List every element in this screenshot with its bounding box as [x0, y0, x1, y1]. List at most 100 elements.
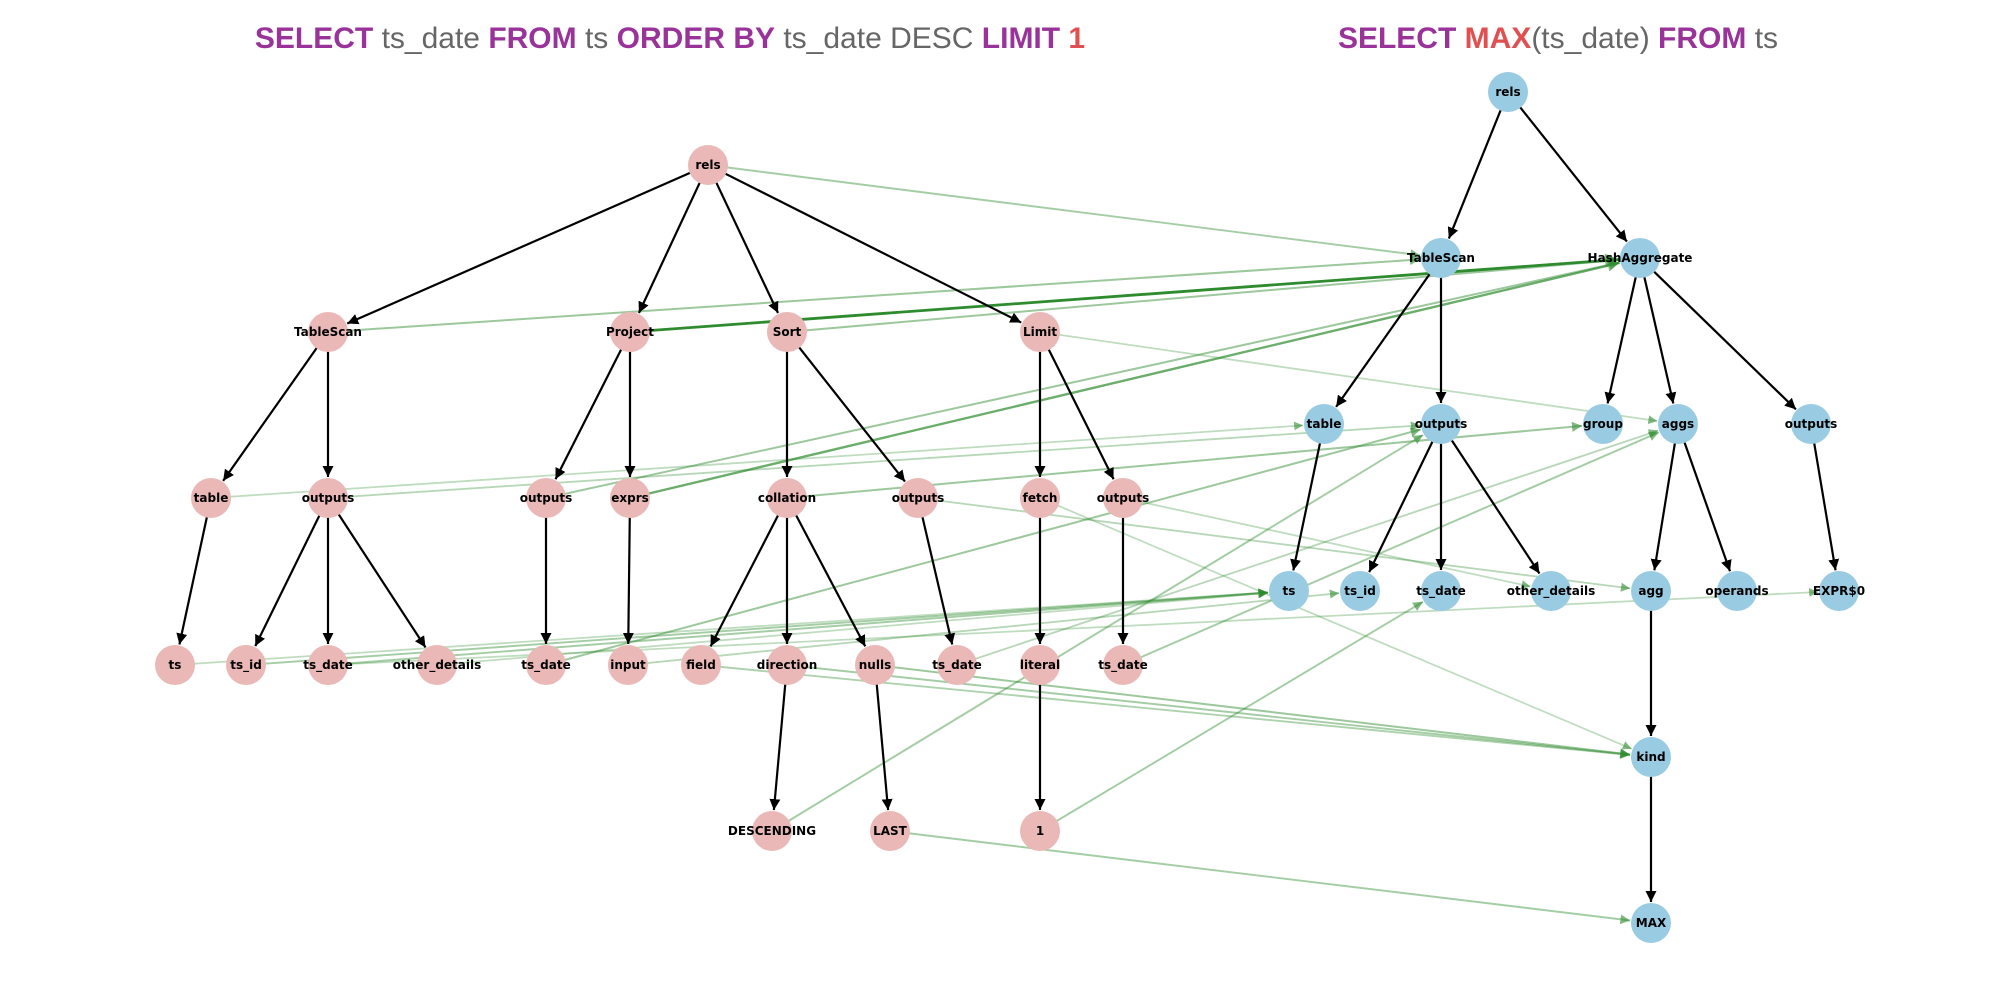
match-edge-l-table-to-r-table — [210, 421, 1304, 499]
node-l-direction: direction — [757, 645, 817, 685]
right-token-4: ts — [1746, 22, 1778, 55]
node-label-l-outputs2: outputs — [520, 491, 573, 505]
node-r-outputs1: outputs — [1415, 404, 1467, 444]
match-edge-l-ts-date1-to-r-ts — [327, 588, 1269, 666]
node-l-fetch: fetch — [1020, 478, 1060, 518]
node-label-l-ts: ts — [169, 658, 182, 672]
node-circle-l-ts-date3 — [937, 645, 977, 685]
right-query-title: SELECT MAX(ts_date) FROM ts — [1338, 22, 1778, 55]
node-label-l-ts-date2: ts_date — [521, 658, 570, 673]
node-label-l-1: 1 — [1036, 824, 1044, 838]
match-edge-l-ts-id-to-r-ts — [245, 588, 1269, 666]
node-l-descending: DESCENDING — [728, 811, 816, 851]
node-r-operands: operands — [1705, 571, 1769, 611]
node-label-l-rels: rels — [695, 158, 720, 172]
left-query-title: SELECT ts_date FROM ts ORDER BY ts_date … — [255, 22, 1085, 55]
node-l-nulls: nulls — [855, 645, 895, 685]
node-label-l-ts-date3: ts_date — [932, 658, 981, 673]
node-label-r-kind: kind — [1636, 750, 1665, 764]
node-circle-r-table — [1304, 404, 1344, 444]
node-circle-l-ts-id — [226, 645, 266, 685]
tree-edge-l-rels-to-l-limit — [712, 166, 1022, 324]
node-circle-l-literal — [1020, 645, 1060, 685]
node-circle-r-expr0 — [1819, 571, 1859, 611]
node-circle-l-sort — [767, 312, 807, 352]
left-token-3: ts — [577, 22, 617, 55]
match-edge-l-ts-date3-to-r-aggs — [956, 429, 1659, 666]
node-circle-l-table — [191, 478, 231, 518]
left-token-5: ts_date DESC — [775, 22, 982, 55]
node-r-aggs: aggs — [1658, 404, 1698, 444]
match-edge-l-ts-date1-to-r-expr0 — [327, 588, 1819, 666]
node-l-outputs3: outputs — [892, 478, 944, 518]
node-label-r-outputs2: outputs — [1785, 417, 1838, 431]
node-l-ts-date1: ts_date — [303, 645, 353, 685]
node-label-l-limit: Limit — [1023, 325, 1057, 339]
node-l-collation: collation — [758, 478, 816, 518]
node-label-l-last: LAST — [873, 824, 908, 838]
node-label-r-ts: ts — [1283, 584, 1296, 598]
node-r-rels: rels — [1488, 72, 1528, 112]
node-r-expr0: EXPR$0 — [1813, 571, 1865, 611]
node-l-ts-date4: ts_date — [1098, 645, 1148, 685]
node-l-tablescan: TableScan — [294, 312, 362, 352]
node-label-l-descending: DESCENDING — [728, 824, 816, 838]
tree-edge-l-direction-to-l-descending — [769, 670, 788, 811]
node-circle-l-other-details — [417, 645, 457, 685]
node-circle-r-ts-id — [1340, 571, 1380, 611]
node-label-l-outputs4: outputs — [1097, 491, 1150, 505]
node-label-l-nulls: nulls — [859, 658, 891, 672]
node-circle-r-kind — [1631, 737, 1671, 777]
tree-edge-r-tablescan-to-r-table — [1335, 262, 1439, 408]
node-label-l-tablescan: TableScan — [294, 325, 362, 339]
node-l-ts-id: ts_id — [226, 645, 266, 685]
node-label-l-field: field — [686, 658, 716, 672]
match-edge-l-rels-to-r-tablescan — [707, 164, 1421, 259]
node-l-literal: literal — [1020, 645, 1060, 685]
match-edge-l-last-to-r-max — [889, 830, 1631, 925]
tree-edge-l-outputs1-to-l-other-details — [330, 502, 427, 649]
node-l-last: LAST — [870, 811, 910, 851]
node-circle-r-ts — [1269, 571, 1309, 611]
node-circle-r-aggs — [1658, 404, 1698, 444]
node-label-r-aggs: aggs — [1662, 417, 1694, 431]
node-label-l-table: table — [194, 491, 229, 505]
node-circle-r-hashaggregate — [1620, 238, 1660, 278]
left-token-7: 1 — [1060, 22, 1085, 55]
node-l-outputs1: outputs — [302, 478, 354, 518]
node-r-ts: ts — [1269, 571, 1309, 611]
node-circle-l-ts-date1 — [308, 645, 348, 685]
match-edge-l-outputs4-to-r-other-details — [1122, 497, 1531, 589]
node-circle-r-other-details — [1531, 571, 1571, 611]
match-edge-l-descending-to-r-outputs1 — [771, 434, 1424, 832]
node-l-other-details: other_details — [393, 645, 481, 685]
tree-edge-r-hashaggregate-to-r-group — [1604, 263, 1640, 404]
node-label-l-literal: literal — [1020, 658, 1060, 672]
tree-edge-l-rels-to-l-project — [637, 169, 707, 314]
left-token-0: SELECT — [255, 22, 373, 55]
node-circle-r-ts-date — [1421, 571, 1461, 611]
tree-edge-l-outputs3-to-l-ts-date3 — [918, 503, 956, 645]
node-l-ts-date3: ts_date — [932, 645, 982, 685]
tree-edge-l-rels-to-l-sort — [709, 169, 780, 314]
node-circle-l-ts — [155, 645, 195, 685]
node-circle-r-rels — [1488, 72, 1528, 112]
match-edges — [174, 164, 1819, 925]
node-label-l-ts-date4: ts_date — [1098, 658, 1147, 673]
tree-edge-l-sort-to-l-outputs3 — [789, 336, 906, 483]
node-circle-r-agg — [1631, 571, 1671, 611]
match-edge-l-exprs-to-r-hashaggregate — [629, 259, 1620, 500]
node-label-l-exprs: exprs — [611, 491, 649, 505]
tree-edge-r-hashaggregate-to-r-outputs2 — [1643, 261, 1797, 411]
node-circle-l-outputs4 — [1103, 478, 1143, 518]
node-circle-l-exprs — [610, 478, 650, 518]
node-circle-l-nulls — [855, 645, 895, 685]
match-edge-l-ts-date4-to-r-aggs — [1122, 431, 1660, 666]
node-circle-l-last — [870, 811, 910, 851]
node-label-r-table: table — [1307, 417, 1342, 431]
node-r-ts-id: ts_id — [1340, 571, 1380, 611]
tree-edge-l-limit-to-l-outputs4 — [1041, 336, 1115, 480]
node-circle-l-limit — [1020, 312, 1060, 352]
node-label-r-tablescan: TableScan — [1407, 251, 1475, 265]
